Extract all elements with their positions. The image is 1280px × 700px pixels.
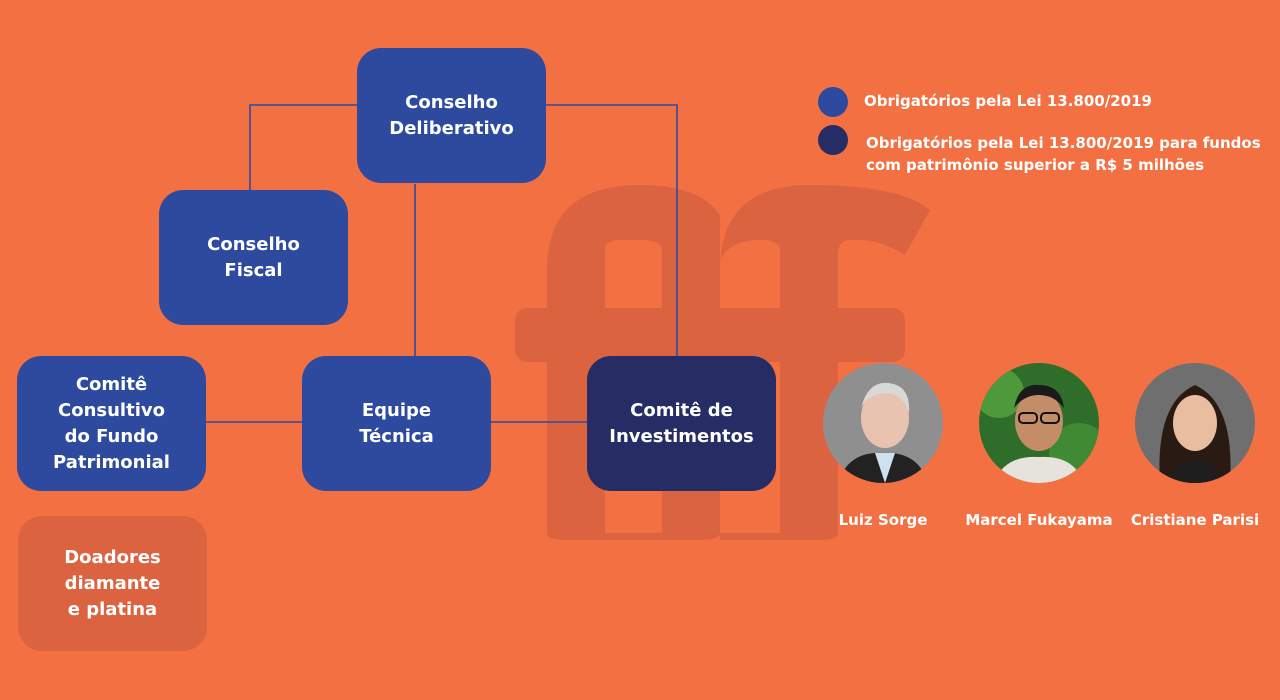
legend-dot-mandatory-large (818, 125, 848, 155)
member-name: Cristiane Parisi (1130, 511, 1260, 529)
member-photo-cristiane-parisi (1135, 363, 1255, 483)
member-photo-luiz-sorge (823, 363, 943, 483)
legend-label-mandatory: Obrigatórios pela Lei 13.800/2019 (864, 92, 1152, 110)
box-comite-consultivo: Comitê Consultivo do Fundo Patrimonial (17, 356, 206, 491)
box-doadores: Doadores diamante e platina (18, 516, 207, 651)
member-name: Luiz Sorge (838, 511, 928, 529)
member-photo-marcel-fukayama (979, 363, 1099, 483)
box-conselho-deliberativo: Conselho Deliberativo (357, 48, 546, 183)
box-conselho-fiscal: Conselho Fiscal (159, 190, 348, 325)
member-name: Marcel Fukayama (965, 511, 1113, 529)
box-comite-investimentos: Comitê de Investimentos (587, 356, 776, 491)
connector-lines (206, 104, 678, 423)
legend-label-mandatory-large: Obrigatórios pela Lei 13.800/2019 para f… (866, 134, 1261, 174)
box-equipe-tecnica: Equipe Técnica (302, 356, 491, 491)
legend-dot-mandatory (818, 87, 848, 117)
